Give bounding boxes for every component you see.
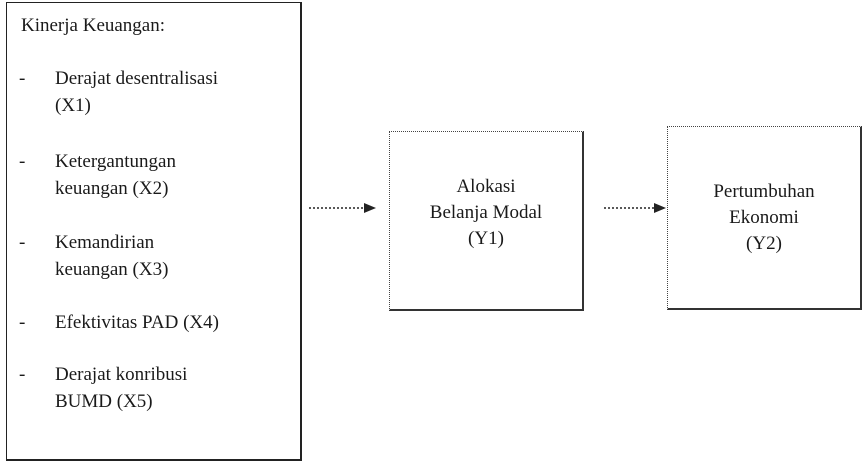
bullet-dash: - (19, 364, 26, 385)
item-label-x3: Kemandirian keuangan (X3) (55, 232, 169, 280)
kinerja-keuangan-title: Kinerja Keuangan: (21, 15, 166, 36)
bullet-dash: - (19, 312, 26, 333)
alokasi-belanja-modal-box: Alokasi Belanja Modal (Y1) (389, 131, 584, 311)
kinerja-keuangan-box: Kinerja Keuangan: - Derajat desentralisa… (6, 2, 302, 461)
pertumbuhan-ekonomi-label: Pertumbuhan Ekonomi (Y2) (713, 181, 815, 254)
bullet-dash: - (19, 232, 26, 253)
arrow-x-to-y1 (309, 203, 376, 213)
bullet-dash: - (19, 68, 26, 89)
item-label-x5: Derajat konribusi BUMD (X5) (55, 364, 188, 412)
item-label-x1: Derajat desentralisasi (X1) (55, 68, 219, 116)
alokasi-belanja-modal-label: Alokasi Belanja Modal (Y1) (429, 176, 543, 249)
item-label-x4: Efektivitas PAD (X4) (55, 312, 219, 333)
arrow-y1-to-y2 (604, 203, 666, 213)
item-label-x2: Ketergantungan keuangan (X2) (55, 151, 176, 199)
pertumbuhan-ekonomi-box: Pertumbuhan Ekonomi (Y2) (667, 126, 862, 310)
bullet-dash: - (19, 151, 26, 172)
